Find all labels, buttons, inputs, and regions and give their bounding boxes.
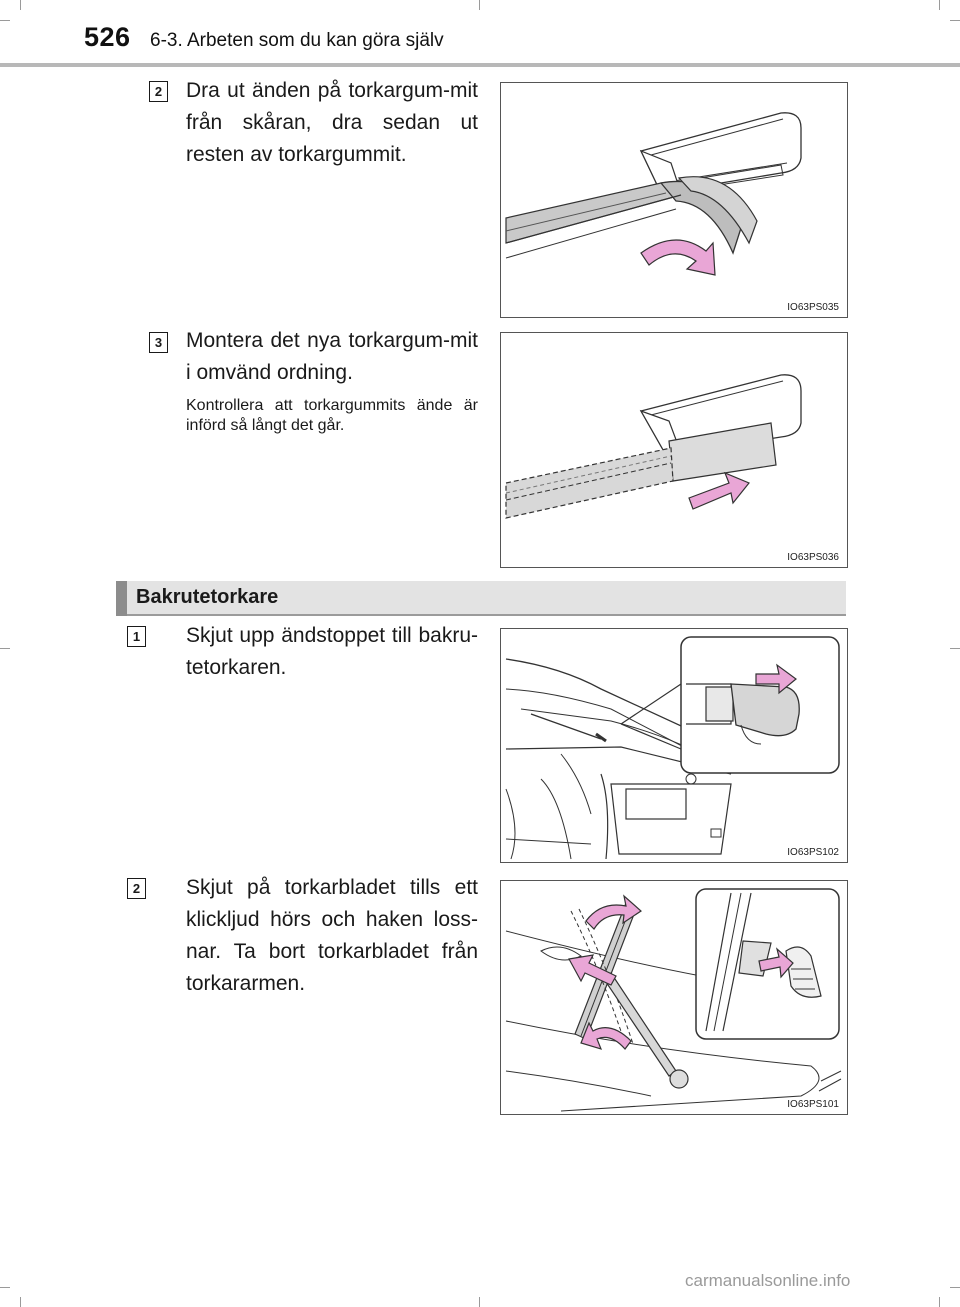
crop-mark — [939, 1297, 940, 1307]
figure-rear-wiper-endstop: IO63PS102 — [500, 628, 848, 863]
crop-mark — [0, 1287, 10, 1288]
figure-code: IO63PS101 — [787, 1099, 839, 1110]
step-instruction: Skjut på torkarbladet tills ett klicklju… — [186, 876, 478, 995]
crop-mark — [950, 648, 960, 649]
step-number-box: 3 — [149, 332, 168, 353]
step-number-box: 2 — [149, 81, 168, 102]
crop-mark — [479, 0, 480, 10]
wiper-blade-illustration — [505, 112, 802, 276]
page-number: 526 — [84, 22, 131, 52]
rear-wiper-blade-illustration — [505, 888, 842, 1112]
crop-mark — [950, 1287, 960, 1288]
rear-car-illustration — [505, 636, 840, 860]
figure-rear-wiper-blade-removal: IO63PS101 — [500, 880, 848, 1115]
step-instruction: Skjut upp ändstoppet till bakru-tetorkar… — [186, 624, 478, 679]
figure-code: IO63PS035 — [787, 302, 839, 313]
step-number-box: 2 — [127, 878, 146, 899]
crop-mark — [0, 20, 10, 21]
crop-mark — [20, 1297, 21, 1307]
crop-mark — [479, 1297, 480, 1307]
step-note: Kontrollera att torkargummits ände är in… — [186, 397, 478, 434]
step-instruction: Dra ut änden på torkargum-mit från skåra… — [186, 79, 478, 166]
section-heading-bar: Bakrutetorkare — [116, 581, 846, 616]
figure-wiper-rubber-install: IO63PS036 — [500, 332, 848, 568]
page-header-title: 6-3. Arbeten som du kan göra själv — [150, 30, 444, 51]
crop-mark — [0, 648, 10, 649]
section-accent — [116, 581, 127, 616]
crop-mark — [20, 0, 21, 10]
figure-code: IO63PS036 — [787, 552, 839, 563]
section-title: Bakrutetorkare — [136, 586, 279, 608]
watermark-text: carmanualsonline.info — [685, 1271, 851, 1290]
figure-wiper-rubber-removal: IO63PS035 — [500, 82, 848, 318]
figure-code: IO63PS102 — [787, 847, 839, 858]
step-number-box: 1 — [127, 626, 146, 647]
crop-mark — [939, 0, 940, 10]
step-instruction: Montera det nya torkargum-mit i omvänd o… — [186, 329, 478, 384]
header-divider — [0, 63, 960, 67]
wiper-blade-illustration — [505, 374, 802, 519]
crop-mark — [950, 20, 960, 21]
